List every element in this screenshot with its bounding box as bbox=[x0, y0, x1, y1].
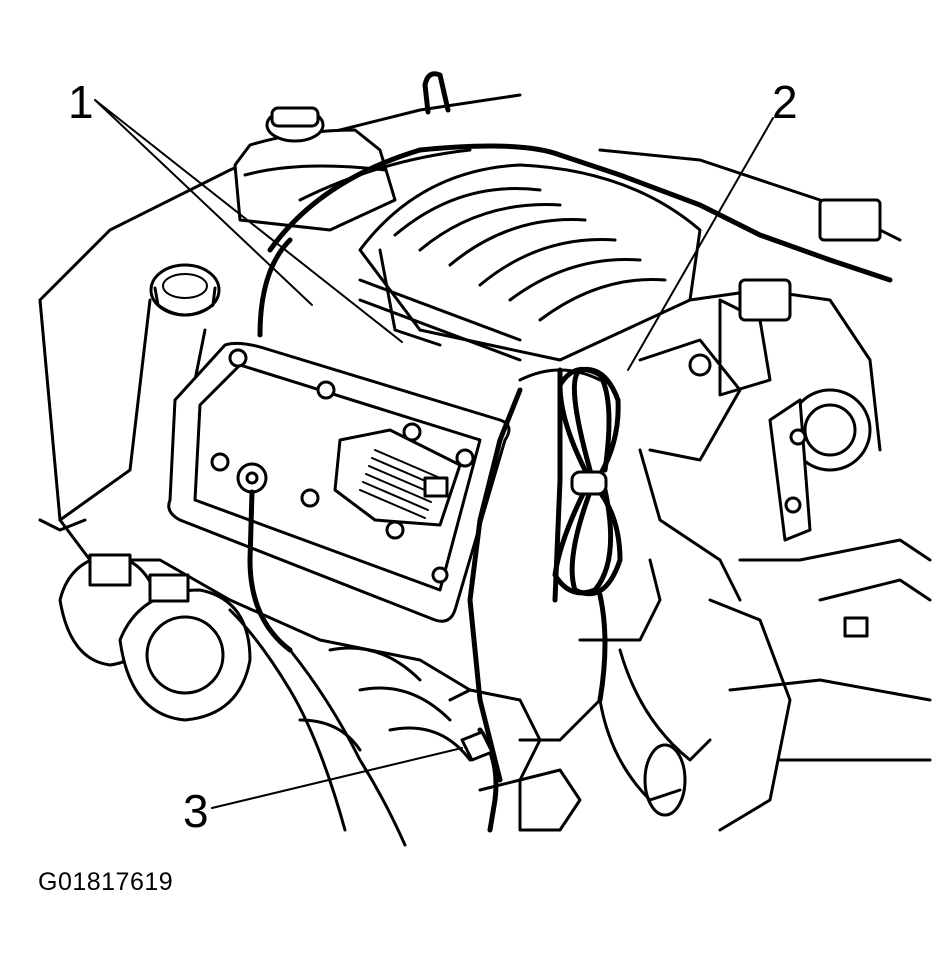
valve-cover bbox=[167, 341, 511, 623]
exhaust-manifold bbox=[228, 608, 472, 847]
pulleys bbox=[38, 518, 252, 722]
figure-id: G01817619 bbox=[38, 868, 174, 896]
center-pipes bbox=[578, 448, 742, 817]
wiring-harness-top bbox=[257, 143, 893, 338]
coolant-reservoir bbox=[233, 106, 397, 232]
callout-2: 2 bbox=[772, 76, 798, 128]
leader-lines bbox=[94, 99, 774, 809]
oil-filler-cap bbox=[149, 263, 221, 317]
callout-1: 1 bbox=[68, 76, 94, 128]
right-lower-area bbox=[708, 538, 932, 832]
callout-3: 3 bbox=[183, 785, 209, 837]
lower-harness bbox=[448, 688, 602, 833]
coiled-harness bbox=[552, 366, 623, 703]
lift-hook bbox=[422, 71, 451, 115]
throttle-body-area bbox=[598, 148, 902, 542]
ground-strap bbox=[236, 462, 293, 653]
intake-manifold bbox=[358, 163, 702, 362]
